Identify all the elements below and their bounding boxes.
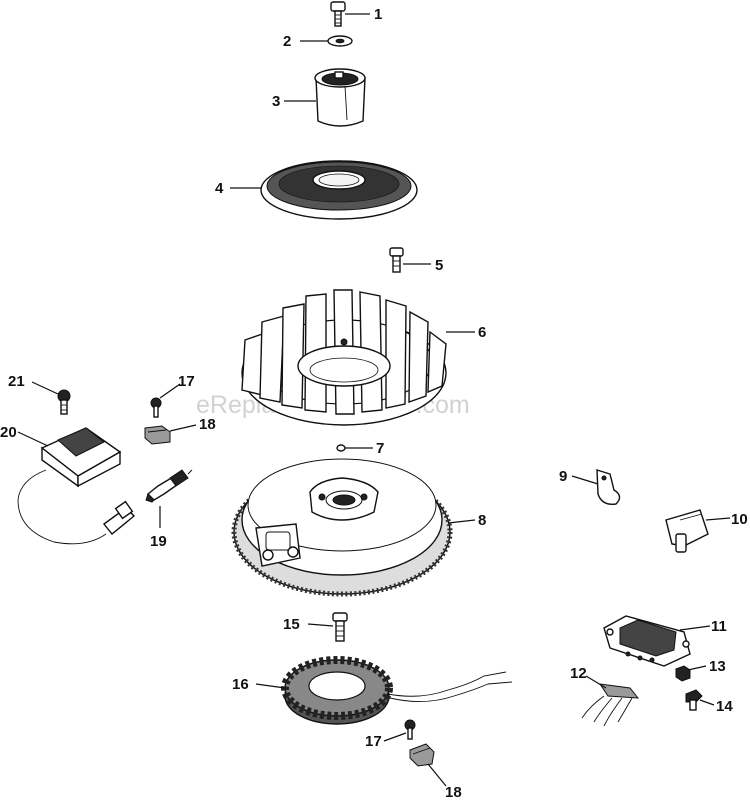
- callout-1[interactable]: 1: [374, 6, 382, 23]
- callout-11[interactable]: 11: [711, 618, 727, 635]
- part-20-ignition-module[interactable]: [17, 427, 136, 545]
- callout-7[interactable]: 7: [376, 440, 384, 457]
- part-4-screen[interactable]: [260, 160, 418, 220]
- part-21-screw[interactable]: [57, 389, 71, 415]
- part-1-screw[interactable]: [330, 1, 346, 27]
- callout-20[interactable]: 20: [0, 424, 17, 441]
- part-13-nut[interactable]: [675, 665, 691, 682]
- callout-17-lower[interactable]: 17: [365, 733, 382, 750]
- part-19-spark-plug[interactable]: [145, 469, 193, 503]
- part-3-cup[interactable]: [314, 68, 366, 127]
- part-11-rectifier[interactable]: [603, 615, 691, 667]
- part-10-connector[interactable]: [665, 509, 709, 553]
- callout-9[interactable]: 9: [559, 468, 567, 485]
- part-18-clip-upper[interactable]: [144, 425, 171, 445]
- part-6-fan[interactable]: [241, 289, 447, 426]
- callout-3[interactable]: 3: [272, 93, 280, 110]
- callout-15[interactable]: 15: [283, 616, 300, 633]
- part-7-key[interactable]: [336, 444, 346, 452]
- callout-8[interactable]: 8: [478, 512, 486, 529]
- part-9-clip[interactable]: [596, 469, 621, 505]
- part-12-harness[interactable]: [581, 683, 640, 727]
- callout-2[interactable]: 2: [283, 33, 291, 50]
- part-2-washer[interactable]: [327, 35, 353, 47]
- part-17-screw-upper[interactable]: [150, 397, 162, 418]
- callout-4[interactable]: 4: [215, 180, 224, 197]
- callout-18-upper[interactable]: 18: [199, 416, 216, 433]
- callout-5[interactable]: 5: [435, 257, 443, 274]
- callout-13[interactable]: 13: [709, 658, 726, 675]
- callout-16[interactable]: 16: [232, 676, 249, 693]
- callout-10[interactable]: 10: [731, 511, 748, 528]
- part-16-stator[interactable]: [281, 656, 513, 725]
- callout-17-upper[interactable]: 17: [178, 373, 195, 390]
- part-17-screw-lower[interactable]: [404, 719, 416, 740]
- callout-21[interactable]: 21: [8, 373, 25, 390]
- part-15-screw[interactable]: [332, 612, 348, 642]
- part-5-screw[interactable]: [389, 247, 404, 273]
- part-14-screw[interactable]: [685, 689, 703, 711]
- callout-18-lower[interactable]: 18: [445, 784, 462, 801]
- part-8-flywheel[interactable]: [231, 458, 453, 597]
- callout-6[interactable]: 6: [478, 324, 486, 341]
- callout-14[interactable]: 14: [716, 698, 733, 715]
- callout-19[interactable]: 19: [150, 533, 167, 550]
- callout-12[interactable]: 12: [570, 665, 587, 682]
- part-18-clip-lower[interactable]: [409, 743, 435, 767]
